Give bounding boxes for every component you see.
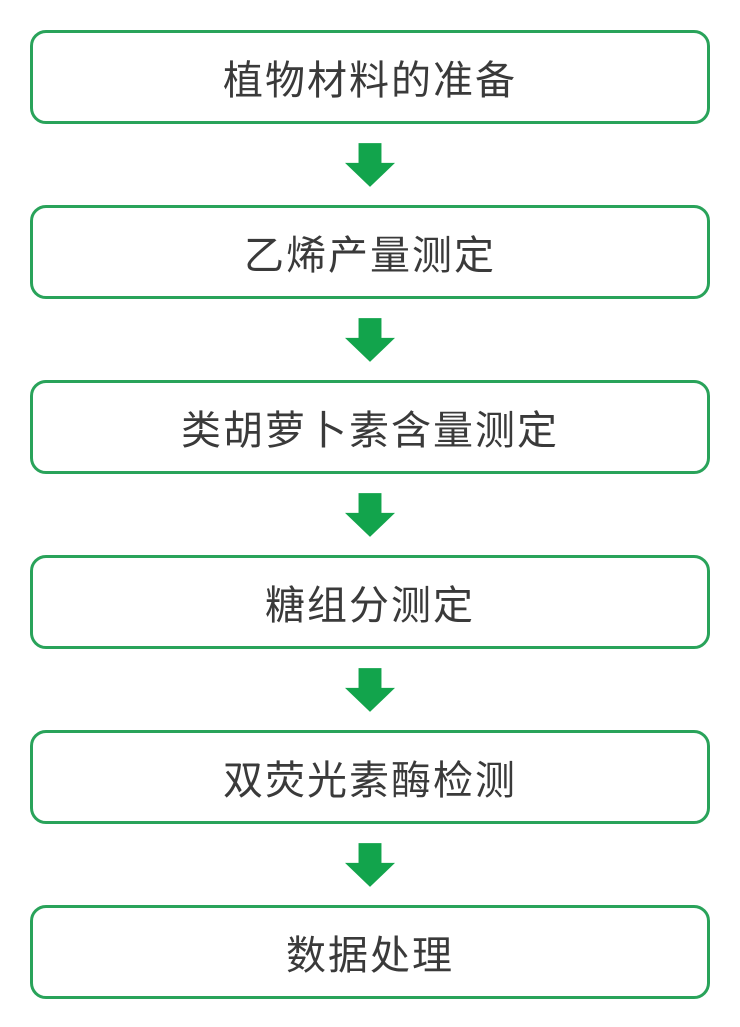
connector-5 bbox=[345, 824, 395, 905]
flow-step-carotenoid: 类胡萝卜素含量测定 bbox=[30, 380, 710, 474]
down-arrow-icon bbox=[345, 667, 395, 712]
flow-step-label: 糖组分测定 bbox=[265, 584, 475, 628]
connector-4 bbox=[345, 649, 395, 730]
down-arrow-icon bbox=[345, 142, 395, 187]
flow-step-label: 双荧光素酶检测 bbox=[223, 759, 517, 803]
flow-step-label: 植物材料的准备 bbox=[223, 59, 517, 103]
flow-step-ethylene: 乙烯产量测定 bbox=[30, 205, 710, 299]
down-arrow-icon bbox=[345, 842, 395, 887]
flow-step-sugar: 糖组分测定 bbox=[30, 555, 710, 649]
connector-2 bbox=[345, 299, 395, 380]
down-arrow-icon bbox=[345, 317, 395, 362]
down-arrow-icon bbox=[345, 492, 395, 537]
flow-step-label: 乙烯产量测定 bbox=[244, 234, 496, 278]
connector-1 bbox=[345, 124, 395, 205]
flow-step-data-processing: 数据处理 bbox=[30, 905, 710, 999]
connector-3 bbox=[345, 474, 395, 555]
flow-step-label: 数据处理 bbox=[286, 934, 454, 978]
flow-step-label: 类胡萝卜素含量测定 bbox=[181, 409, 559, 453]
flow-step-plant-material: 植物材料的准备 bbox=[30, 30, 710, 124]
flow-step-luciferase: 双荧光素酶检测 bbox=[30, 730, 710, 824]
